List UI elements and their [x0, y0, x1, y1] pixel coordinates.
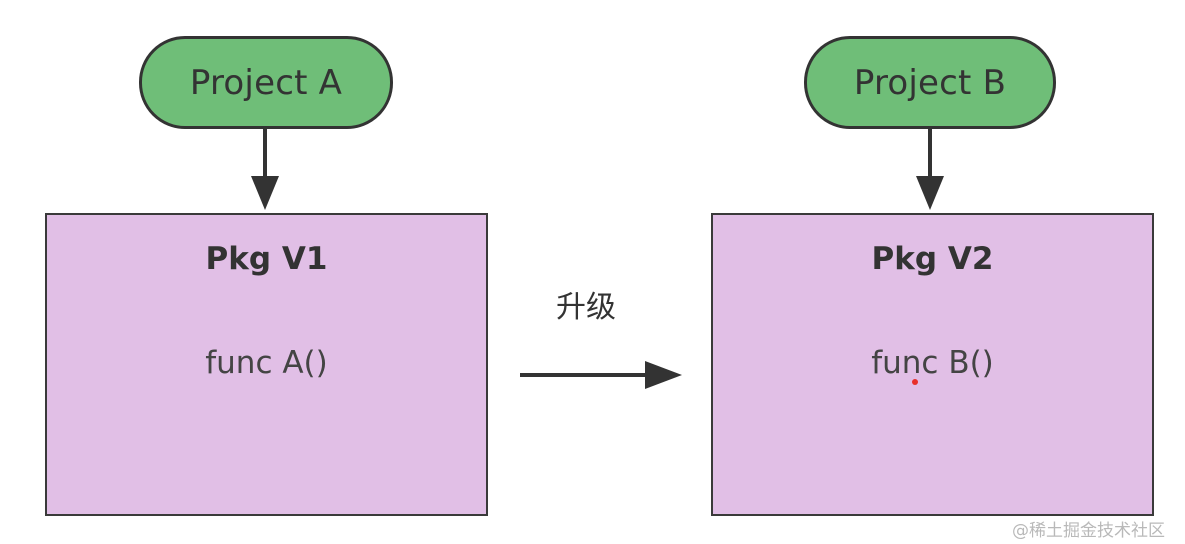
arrow-upgrade — [520, 361, 682, 389]
project-b-node: Project B — [804, 36, 1056, 129]
project-a-node: Project A — [139, 36, 393, 129]
pkg-v2-box: Pkg V2 func B() — [711, 213, 1154, 516]
watermark: @稀土掘金技术社区 — [1012, 521, 1165, 541]
upgrade-label: 升级 — [556, 290, 616, 325]
project-a-label: Project A — [189, 62, 343, 103]
arrow-project-a-to-pkg-v1 — [251, 128, 279, 210]
pkg-v1-box: Pkg V1 func A() — [45, 213, 488, 516]
pkg-v1-title: Pkg V1 — [205, 241, 328, 277]
arrow-project-b-to-pkg-v2 — [916, 128, 944, 210]
pkg-v2-title: Pkg V2 — [871, 241, 994, 277]
project-b-label: Project B — [853, 62, 1007, 103]
cursor-dot — [912, 379, 918, 385]
pkg-v2-func: func B() — [871, 345, 994, 381]
pkg-v1-func: func A() — [205, 345, 328, 381]
